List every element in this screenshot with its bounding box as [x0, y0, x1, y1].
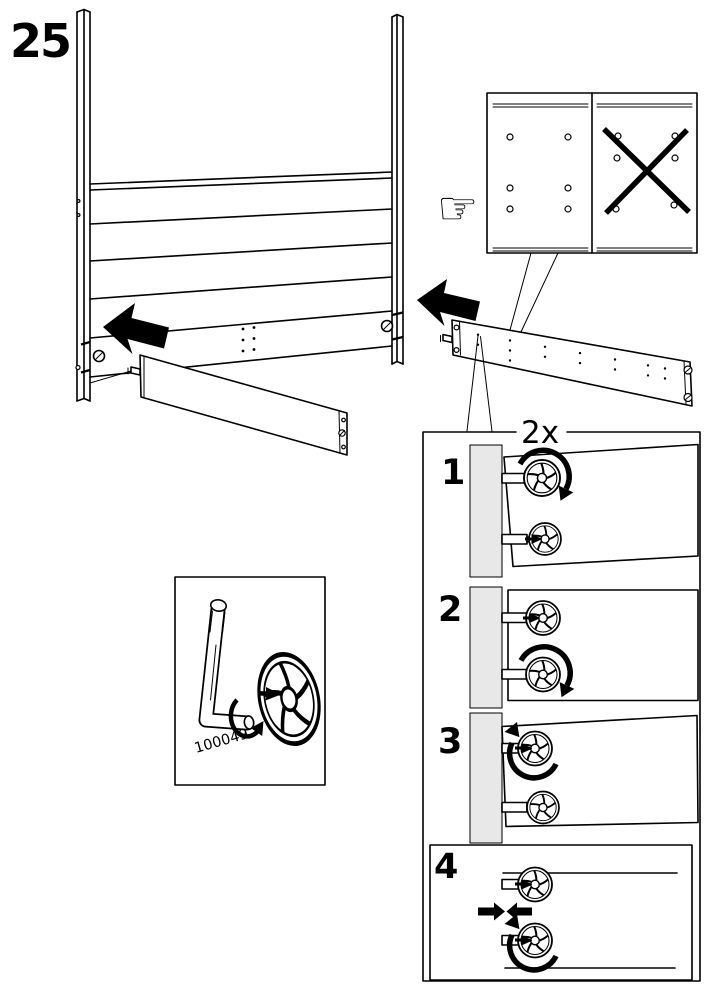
insert-arrow-icon — [525, 534, 543, 544]
insert-arrow-icon — [259, 687, 281, 701]
cam-lock-wheel — [526, 790, 560, 825]
cam-lock-wheel — [525, 656, 561, 693]
insert-arrow-icon — [515, 879, 533, 890]
insert-arrow-icon — [523, 613, 541, 623]
tool-box: 100049 — [174, 576, 327, 786]
substep-4-number: 4 — [434, 847, 458, 887]
headboard-illustration — [75, 8, 404, 402]
pointing-hand-icon: ☞ — [437, 181, 478, 235]
wrong-panel — [596, 103, 693, 252]
side-rail-board — [417, 279, 693, 432]
turn-clockwise-arrow-icon — [506, 741, 559, 781]
substep-1-number: 1 — [441, 453, 465, 493]
headboard-slats — [89, 171, 393, 378]
turn-clockwise-arrow-icon — [517, 447, 572, 491]
left-bed-post — [75, 8, 106, 402]
push-left-arrow-icon — [417, 279, 480, 326]
cam-lock-wheel-large — [251, 649, 327, 750]
quantity-label: 2x — [521, 415, 559, 451]
rotate-key-arrow-icon — [228, 698, 264, 739]
turn-clockwise-arrow-icon — [506, 933, 559, 973]
substep-3-number: 3 — [438, 722, 462, 762]
substep-3: 3 — [438, 714, 699, 828]
headboard-rail-holes — [241, 326, 256, 353]
substep-2: 2 — [438, 589, 699, 702]
cam-lock-wheel — [522, 458, 562, 498]
orientation-detail-box — [486, 92, 698, 353]
substep-2-number: 2 — [438, 590, 462, 630]
right-bed-post — [380, 13, 404, 365]
correct-panel — [492, 103, 589, 252]
insert-arrow-icon — [515, 743, 533, 754]
substep-1: 1 — [441, 443, 699, 568]
substep-4: 4 — [429, 844, 693, 981]
substeps-panel: 2x 1 2 — [422, 415, 701, 982]
push-left-arrow-icon — [103, 303, 169, 354]
cross-out-icon — [602, 127, 691, 215]
step-number: 25 — [10, 14, 70, 68]
turn-clockwise-arrow-icon — [518, 644, 573, 687]
insert-arrow-icon — [515, 935, 533, 946]
front-rail-board — [89, 354, 348, 456]
press-together-arrows-icon — [478, 902, 532, 921]
